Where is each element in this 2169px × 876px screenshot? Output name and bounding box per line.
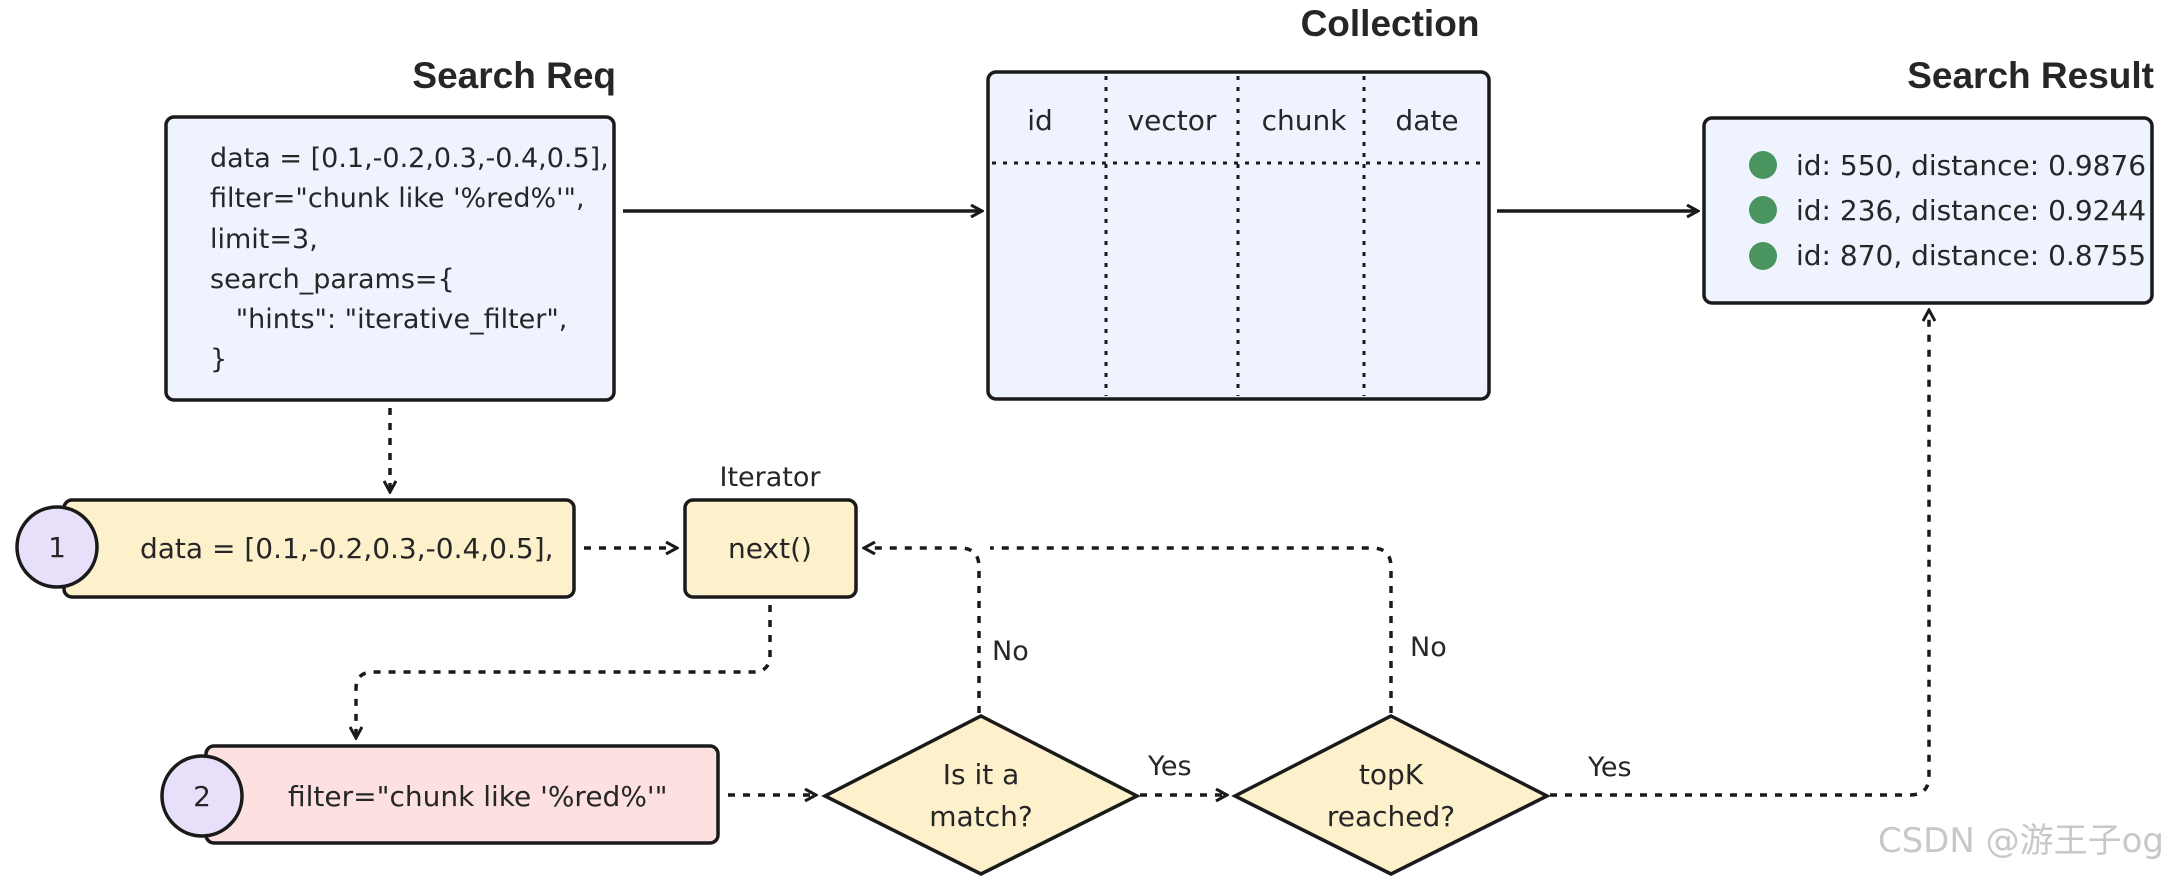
column-header-chunk: chunk bbox=[1262, 104, 1348, 137]
match-decision-text: Is it a bbox=[943, 758, 1020, 791]
match-decision-diamond bbox=[821, 714, 1141, 876]
search-req-title: Search Req bbox=[412, 55, 616, 96]
search-req-line: limit=3, bbox=[210, 224, 318, 255]
yes-label: Yes bbox=[1147, 751, 1192, 782]
topk-decision-text: topK bbox=[1359, 758, 1424, 791]
result-item: id: 236, distance: 0.9244 bbox=[1796, 194, 2146, 227]
step-1-text: data = [0.1,-0.2,0.3,-0.4,0.5], bbox=[140, 532, 554, 565]
topk-decision-text: reached? bbox=[1327, 800, 1455, 833]
column-header-vector: vector bbox=[1128, 104, 1217, 137]
topk-no-loop-arrow bbox=[990, 546, 1393, 713]
topk-decision-diamond bbox=[1231, 714, 1551, 876]
match-no-loop-arrow bbox=[864, 548, 981, 713]
column-header-date: date bbox=[1395, 104, 1458, 137]
no-label: No bbox=[1410, 632, 1447, 663]
search-req-line: data = [0.1,-0.2,0.3,-0.4,0.5], bbox=[210, 143, 609, 174]
search-req-box bbox=[164, 115, 616, 402]
yes-label: Yes bbox=[1587, 752, 1632, 783]
step-2-circle bbox=[160, 754, 244, 838]
topk-yes-to-result-arrow bbox=[1550, 310, 1929, 797]
search-result-title: Search Result bbox=[1907, 55, 2154, 96]
search-req-line: filter="chunk like '%red%'", bbox=[210, 183, 585, 214]
watermark: CSDN @游王子og bbox=[1878, 821, 2164, 861]
iterator-to-step2-arrow bbox=[356, 605, 772, 738]
search-req-line: "hints": "iterative_filter", bbox=[210, 304, 567, 335]
search-req-line: } bbox=[210, 344, 227, 375]
result-dot-icon bbox=[1749, 151, 1777, 179]
collection-title: Collection bbox=[1301, 3, 1480, 44]
step-2-text: filter="chunk like '%red%'" bbox=[288, 780, 668, 813]
result-item: id: 550, distance: 0.9876 bbox=[1796, 149, 2146, 182]
result-dot-icon bbox=[1749, 242, 1777, 270]
iterator-next: next() bbox=[728, 532, 812, 565]
column-header-id: id bbox=[1027, 104, 1053, 137]
match-decision-text: match? bbox=[929, 800, 1032, 833]
result-item: id: 870, distance: 0.8755 bbox=[1796, 239, 2146, 272]
iterator-box bbox=[683, 498, 858, 599]
step-1-circle bbox=[15, 505, 99, 589]
step-2-number: 2 bbox=[193, 780, 211, 813]
search-result-box bbox=[1702, 116, 2154, 305]
iterator-label: Iterator bbox=[719, 462, 821, 493]
no-label: No bbox=[992, 636, 1029, 667]
search-req-line: search_params={ bbox=[210, 264, 455, 295]
step-1-number: 1 bbox=[48, 531, 66, 564]
result-dot-icon bbox=[1749, 196, 1777, 224]
